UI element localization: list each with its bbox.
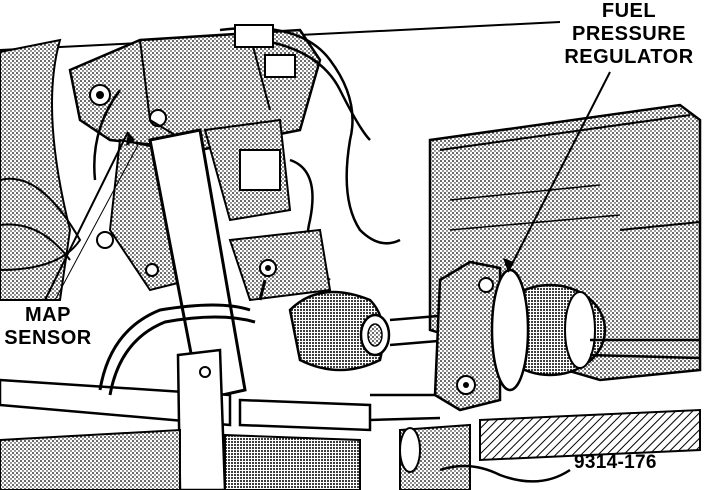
wire-harness-left [98, 303, 256, 396]
connector-block [203, 118, 292, 222]
corrugated-hose [288, 290, 391, 372]
lower-clip [176, 348, 227, 490]
support-strap [148, 128, 247, 402]
left-fender [0, 38, 82, 301]
vacuum-hoses [93, 26, 401, 282]
lower-wiring [0, 408, 701, 490]
lower-tubes [0, 338, 701, 432]
map-label-line-1: MAP [25, 304, 71, 326]
regulator-label-line-3: REGULATOR [564, 46, 694, 68]
regulator-leader-line [507, 71, 611, 273]
map-label-line-2: SENSOR [4, 327, 92, 349]
map-sensor-label: MAP SENSOR [0, 304, 96, 350]
regulator-label-line-1: FUEL [601, 0, 657, 22]
fuel-line [369, 313, 451, 422]
map-leader-line-2 [54, 144, 139, 301]
regulator-leader-arrow [503, 258, 514, 272]
fuel-pressure-regulator-label: FUEL PRESSURE REGULATOR [556, 0, 702, 69]
map-leader-line [44, 131, 129, 301]
center-bracket [228, 228, 332, 302]
fuel-pressure-regulator [433, 260, 607, 412]
regulator-label-line-2: PRESSURE [571, 23, 687, 45]
map-leader-arrow [126, 132, 135, 146]
figure-number: 9314-176 [574, 452, 657, 473]
top-connector [234, 24, 296, 78]
